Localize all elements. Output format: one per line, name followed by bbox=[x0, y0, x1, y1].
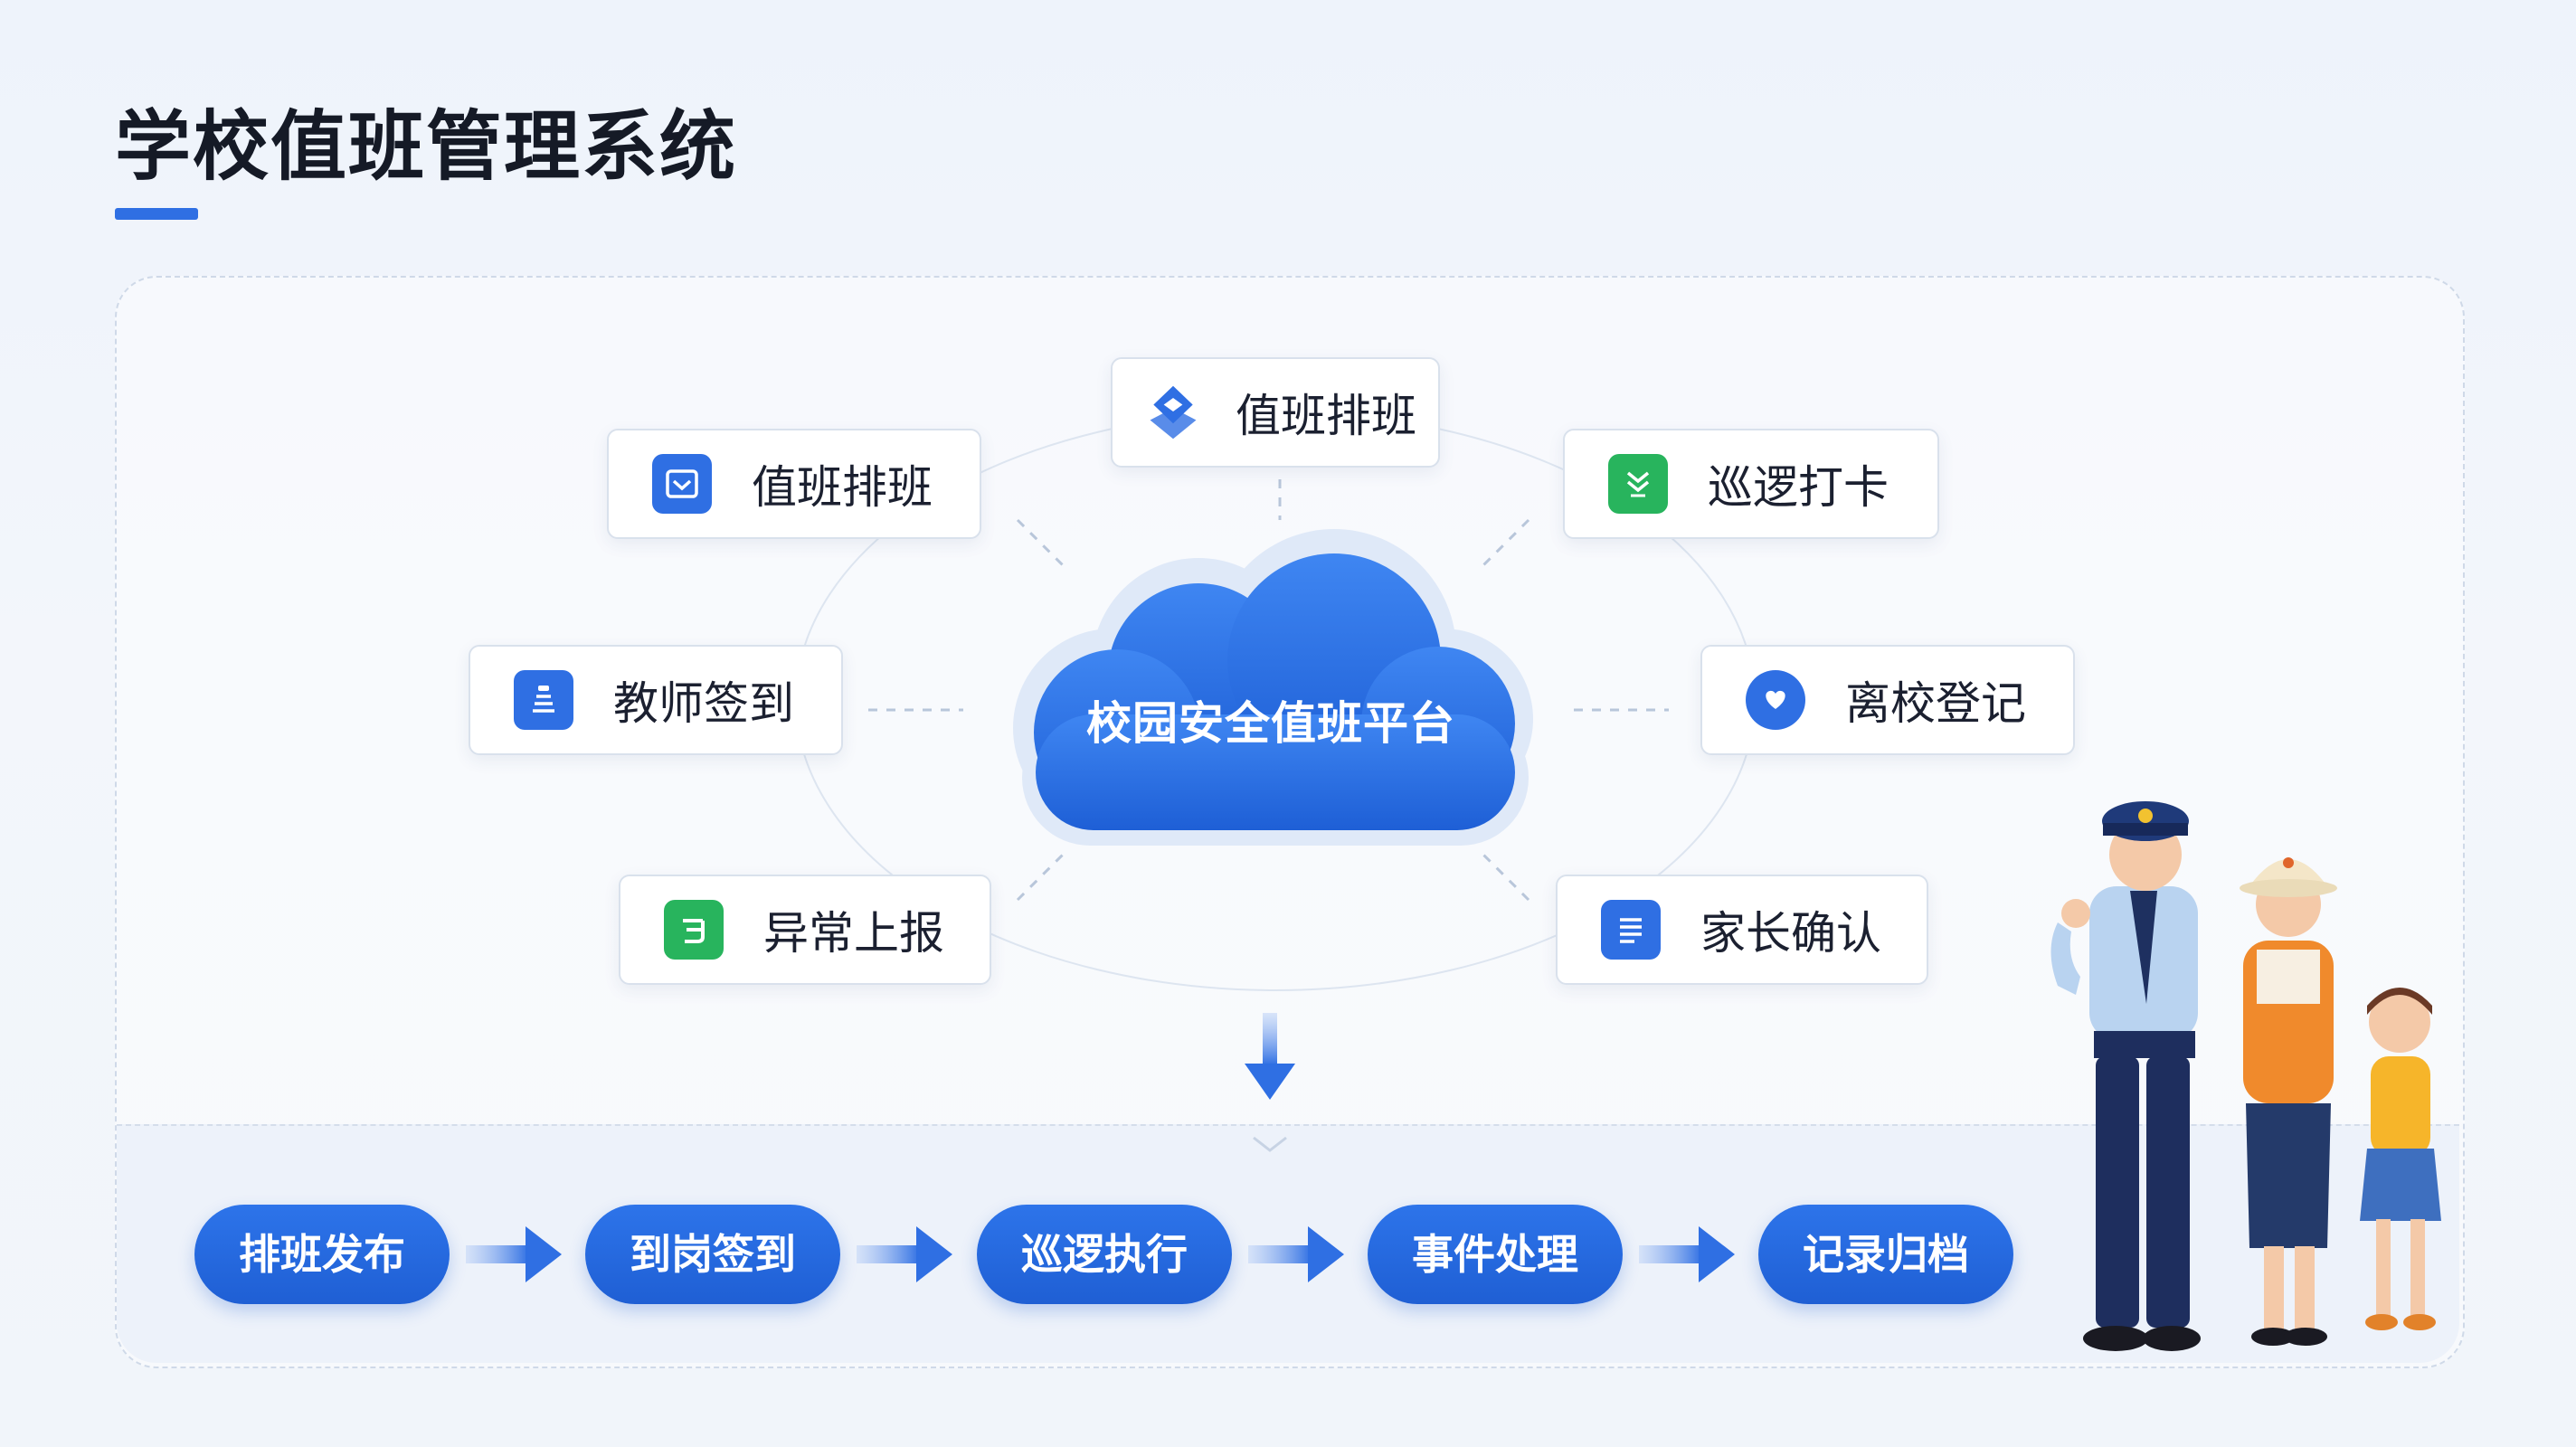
node-duty-schedule[interactable]: 值班排班 bbox=[607, 429, 981, 539]
node-label: 教师签到 bbox=[613, 677, 794, 730]
arrow-right-icon bbox=[1248, 1226, 1344, 1282]
guard-woman-figure bbox=[2240, 857, 2337, 1346]
arrow-right-icon bbox=[1639, 1226, 1735, 1282]
down-arrow-icon bbox=[1245, 1013, 1295, 1100]
flow-step-patrol[interactable]: 巡逻执行 bbox=[977, 1205, 1232, 1304]
cloud-icon bbox=[1013, 529, 1533, 846]
document-icon bbox=[1601, 900, 1661, 960]
node-exception-report[interactable]: 异常上报 bbox=[619, 875, 991, 985]
node-label: 值班排班 bbox=[1236, 390, 1416, 442]
node-parent-confirm[interactable]: 家长确认 bbox=[1556, 875, 1928, 985]
calendar-icon bbox=[652, 454, 712, 514]
report-icon bbox=[664, 900, 724, 960]
node-duty-schedule-top[interactable]: 值班排班 bbox=[1111, 357, 1440, 468]
node-label: 值班排班 bbox=[752, 461, 933, 514]
node-label: 巡逻打卡 bbox=[1708, 461, 1889, 514]
center-platform-label: 校园安全值班平台 bbox=[1086, 697, 1455, 750]
node-leave-registration[interactable]: 离校登记 bbox=[1700, 645, 2075, 755]
title-underline bbox=[115, 208, 198, 220]
child-figure bbox=[2360, 988, 2441, 1330]
node-label: 异常上报 bbox=[763, 907, 944, 960]
flow-step-signin[interactable]: 到岗签到 bbox=[585, 1205, 840, 1304]
node-label: 家长确认 bbox=[1700, 907, 1881, 960]
staff-family-illustration bbox=[2050, 801, 2441, 1351]
diamond-layers-icon bbox=[1143, 383, 1203, 442]
flow-step-incident[interactable]: 事件处理 bbox=[1368, 1205, 1623, 1304]
heart-chat-icon bbox=[1746, 670, 1805, 730]
page-title: 学校值班管理系统 bbox=[115, 102, 738, 191]
arrow-right-icon bbox=[857, 1226, 952, 1282]
node-patrol-checkin[interactable]: 巡逻打卡 bbox=[1563, 429, 1939, 539]
flow-step-publish[interactable]: 排班发布 bbox=[194, 1205, 450, 1304]
chevron-check-icon bbox=[1608, 454, 1668, 514]
arrow-right-icon bbox=[466, 1226, 562, 1282]
flow-step-archive[interactable]: 记录归档 bbox=[1758, 1205, 2013, 1304]
node-teacher-signin[interactable]: 教师签到 bbox=[469, 645, 843, 755]
police-officer-figure bbox=[2050, 801, 2201, 1351]
process-flow-band bbox=[117, 1124, 2459, 1363]
node-label: 离校登记 bbox=[1845, 677, 2026, 730]
clipboard-icon bbox=[514, 670, 573, 730]
